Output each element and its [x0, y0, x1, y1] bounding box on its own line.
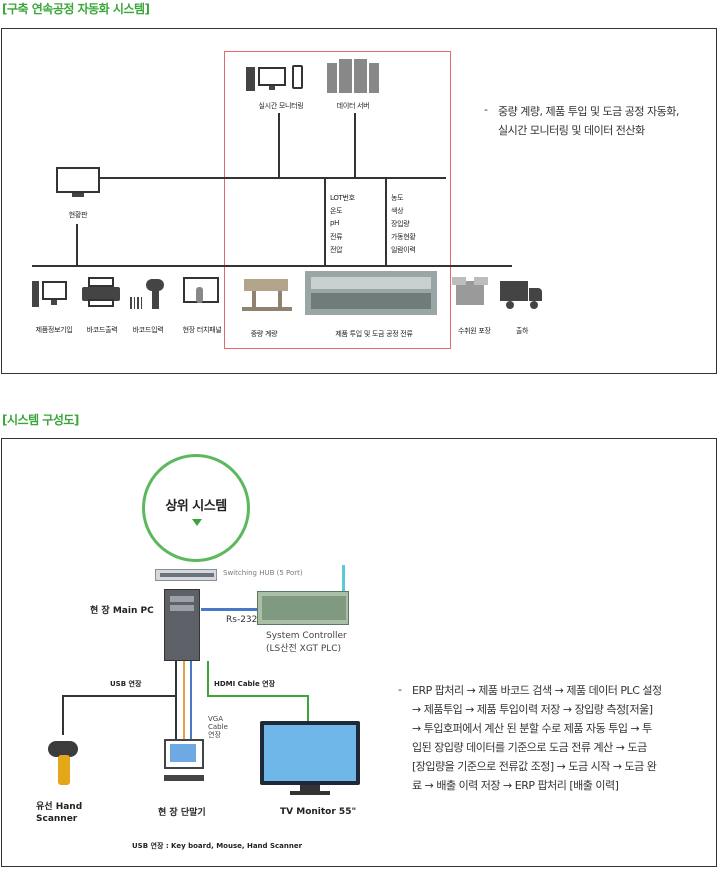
monitoring-link [278, 113, 280, 177]
usb-extension-footer: USB 연장 : Key board, Mouse, Hand Scanner [132, 842, 303, 850]
controller-antenna [342, 565, 345, 591]
tv-monitor-label: TV Monitor 55" [280, 807, 357, 817]
process-description: ERP 팝처리 → 제품 바코드 검색 → 제품 데이터 PLC 설정 → 제품… [412, 684, 662, 792]
packaging-label: 수취원 포장 [458, 327, 491, 335]
upper-bus-line [76, 177, 446, 179]
system-controller-icon [257, 591, 349, 625]
hand-scanner-icon [44, 739, 88, 793]
vga-extension-label: VGA Cable 연장 [208, 715, 228, 739]
server-icon [327, 59, 379, 93]
weighing-scale-icon [242, 273, 292, 313]
field-terminal-icon [164, 739, 214, 785]
product-info-icon [32, 279, 68, 309]
hdmi-cable-down [207, 661, 209, 695]
usb-cable-to-scanner [62, 695, 64, 735]
automation-description: 중량 계량, 제품 투입 및 도금 공정 자동화, 실시간 모니터링 및 데이터… [498, 105, 679, 137]
main-pc-label: 현 장 Main PC [90, 606, 154, 616]
hdmi-extension-label: HDMI Cable 연장 [214, 680, 276, 688]
hdmi-cable-to-tv [307, 695, 309, 723]
usb-cable-down [175, 661, 177, 751]
touch-panel-icon [183, 277, 219, 311]
monitoring-label: 실시간 모니터링 [258, 102, 304, 110]
truck-icon [500, 281, 544, 309]
main-pc-tower-icon [164, 589, 200, 661]
vga-cable-blue [190, 661, 192, 751]
packaging-icon [452, 275, 488, 309]
usb-cable-horizontal [62, 695, 176, 697]
rs232-label: Rs-232 [226, 615, 258, 625]
touch-panel-label: 현장 터치패널 [182, 326, 222, 334]
status-board-icon [56, 167, 100, 199]
description-dash: - [484, 103, 488, 116]
monitoring-icon [246, 65, 316, 95]
plating-process-photo [305, 271, 437, 315]
shipping-label: 출하 [515, 327, 529, 335]
hand-scanner-label: 유선 Hand Scanner [36, 802, 83, 824]
switching-hub-icon [155, 569, 217, 581]
plating-process-label: 제품 투입 및 도금 공정 전류 [335, 330, 413, 338]
status-link [76, 224, 78, 265]
server-link [354, 113, 356, 177]
highlight-box [224, 51, 451, 349]
barcode-output-label: 바코드출력 [86, 326, 118, 334]
barcode-scanner-icon [130, 277, 166, 311]
upper-system-label: 상위 시스템 [165, 499, 227, 514]
system-diagram-panel: 상위 시스템 Switching HUB (5 Port) 현 장 Main P… [1, 438, 717, 867]
barcode-input-label: 바코드입력 [132, 326, 164, 334]
field-terminal-label: 현 장 단말기 [158, 808, 206, 818]
usb-extension-label: USB 연장 [110, 680, 142, 688]
tv-monitor-icon [260, 721, 360, 801]
upper-system-circle: 상위 시스템 [142, 454, 250, 562]
rs232-cable [201, 608, 259, 611]
vga-cable-orange [183, 661, 185, 751]
section-title-automation: [구축 연속공정 자동화 시스템] [2, 2, 150, 16]
automation-panel: 실시간 모니터링 데이터 서버 현황판 LOT번호 온도 pH 전류 전압 농도… [1, 28, 717, 374]
section-title-system-diagram: [시스템 구성도] [2, 413, 79, 427]
lower-bus-line [32, 265, 512, 267]
process-description-dash: - [398, 683, 402, 696]
switching-hub-label: Switching HUB (5 Port) [223, 569, 303, 577]
barcode-printer-icon [82, 277, 120, 309]
data-link-right [385, 177, 387, 265]
down-arrow-icon [192, 519, 202, 526]
status-board-label: 현황판 [68, 211, 88, 219]
server-label: 데이터 서버 [336, 102, 370, 110]
data-link-left [324, 177, 326, 265]
hdmi-cable-horizontal [207, 695, 309, 697]
system-controller-label: System Controller (LS산전 XGT PLC) [266, 631, 347, 654]
product-info-label: 제품정보기입 [35, 326, 73, 334]
weighing-label: 중량 계량 [250, 330, 278, 338]
